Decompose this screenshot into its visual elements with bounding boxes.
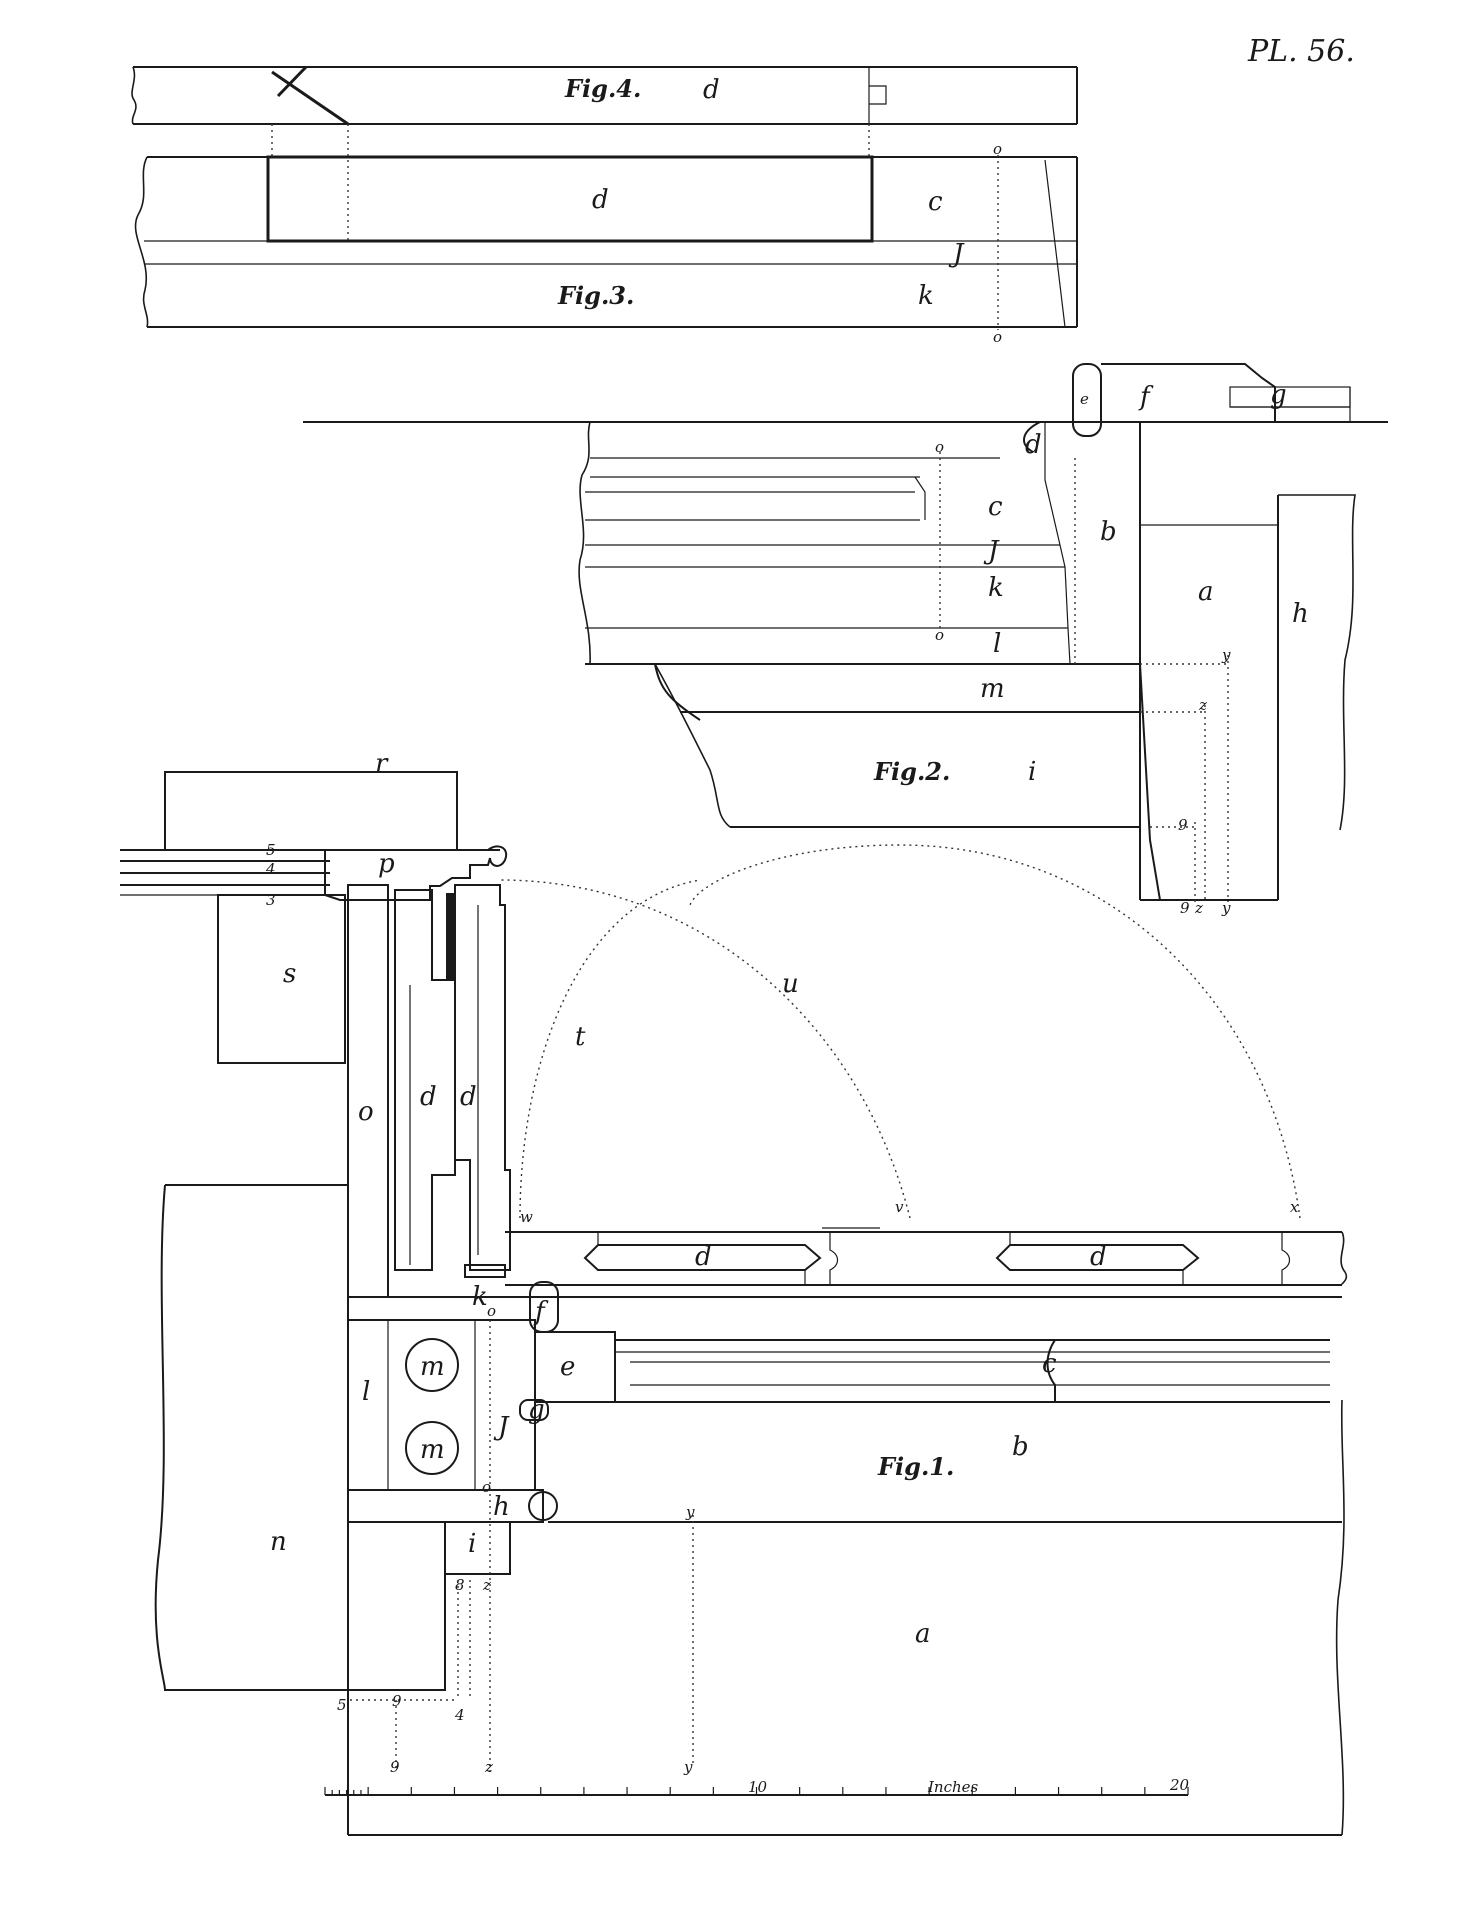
fig1-label-d-panel-right: d (1090, 1242, 1107, 1272)
fig2-label-j: J (983, 536, 1000, 566)
fig1-label-u: u (782, 969, 799, 999)
fig1-label-4-lower: 4 (454, 1706, 465, 1724)
fig1-label-v: v (895, 1198, 904, 1216)
fig2-label-a: a (1198, 577, 1214, 607)
fig1-label-o: o (358, 1097, 374, 1127)
fig2-label-9-upper: 9 (1178, 816, 1188, 834)
fig1-label-p: p (378, 849, 395, 879)
figure-3: Fig.3. d c J k o o (134, 124, 1078, 346)
fig1-label-y-base: y (683, 1758, 693, 1776)
fig1-label-a: a (915, 1619, 931, 1649)
fig1-label-k: k (472, 1282, 488, 1312)
fig1-label-x: x (1290, 1198, 1299, 1216)
fig1-label-j: J (493, 1412, 510, 1442)
fig4-title: Fig.4. (564, 74, 641, 103)
scale-bar: 10 20 Inches (324, 1776, 1190, 1796)
fig1-label-z-base: z (484, 1758, 493, 1776)
fig2-label-f: f (1138, 382, 1154, 412)
fig1-label-5: 5 (266, 841, 276, 859)
fig2-label-i: i (1028, 757, 1036, 787)
fig2-label-z: z (1198, 696, 1207, 714)
fig2-label-g: g (1270, 380, 1287, 410)
fig1-label-m-lower: m (420, 1435, 445, 1465)
fig1-label-d-panel-left: d (695, 1242, 712, 1272)
fig2-label-e: e (1080, 390, 1089, 408)
fig1-label-i: i (468, 1529, 476, 1559)
fig2-label-y: y (1221, 646, 1231, 664)
fig1-label-d-right: d (460, 1082, 477, 1112)
fig2-label-c: c (988, 492, 1003, 522)
figure-4: Fig.4. d (131, 65, 1078, 126)
scale-tick-10: 10 (748, 1778, 768, 1796)
fig1-label-o-h: o (482, 1478, 491, 1496)
fig1-label-4: 4 (265, 860, 276, 878)
fig1-label-5-lower: 5 (337, 1696, 347, 1714)
fig2-label-o-top: o (935, 438, 944, 456)
fig3-label-c: c (928, 187, 943, 217)
fig1-label-f: f (533, 1297, 549, 1327)
fig1-label-e: e (560, 1352, 575, 1382)
fig1-label-9-lower: 9 (392, 1692, 402, 1710)
scale-ticks (324, 1787, 1189, 1795)
fig3-label-j: J (948, 239, 965, 269)
fig2-label-d: d (1025, 430, 1042, 460)
fig1-label-3: 3 (266, 891, 276, 909)
fig3-label-o-bottom: o (993, 328, 1002, 346)
fig2-label-b: b (1100, 517, 1117, 547)
fig2-label-z-lower: z (1194, 899, 1203, 917)
fig1-label-z: z (482, 1576, 491, 1594)
fig4-label: d (703, 75, 720, 105)
fig1-label-m-upper: m (420, 1352, 445, 1382)
scale-label: Inches (927, 1778, 979, 1796)
fig1-label-o-k: o (487, 1302, 496, 1320)
fig2-label-m: m (980, 674, 1005, 704)
fig2-label-9-lower: 9 (1180, 899, 1190, 917)
fig1-label-t: t (575, 1022, 586, 1052)
fig3-label-k: k (918, 281, 934, 311)
fig2-label-l: l (993, 629, 1001, 659)
fig1-label-y: y (685, 1503, 695, 1521)
fig1-label-d-left: d (420, 1082, 437, 1112)
scale-tick-20: 20 (1169, 1776, 1190, 1794)
fig2-label-k: k (988, 573, 1004, 603)
fig1-label-s: s (283, 959, 296, 989)
fig1-label-l: l (362, 1377, 370, 1407)
figure-2: Fig.2. e f g d o c b J k a h o l y m z i… (303, 363, 1388, 917)
fig3-label-o-top: o (993, 140, 1002, 158)
fig1-label-9-base: 9 (390, 1758, 400, 1776)
plate-number: PL. 56. (1247, 34, 1355, 69)
fig2-label-o-bottom: o (935, 626, 944, 644)
fig2-title: Fig.2. (873, 757, 950, 786)
fig1-label-8: 8 (455, 1576, 465, 1594)
figure-1: r 5 4 3 p s t u o d d w v x d d k o f l … (120, 749, 1348, 1836)
fig2-label-h: h (1292, 599, 1309, 629)
fig1-title: Fig.1. (877, 1452, 954, 1481)
fig1-label-r: r (375, 749, 389, 779)
fig1-label-h: h (493, 1492, 510, 1522)
fig3-label-d: d (592, 185, 609, 215)
fig1-label-n: n (270, 1527, 287, 1557)
fig2-label-y-lower: y (1221, 899, 1231, 917)
fig1-label-b: b (1012, 1432, 1029, 1462)
fig1-label-c: c (1042, 1349, 1057, 1379)
fig3-title: Fig.3. (557, 281, 634, 310)
fig1-label-g: g (528, 1395, 545, 1425)
fig1-label-w: w (520, 1208, 533, 1226)
